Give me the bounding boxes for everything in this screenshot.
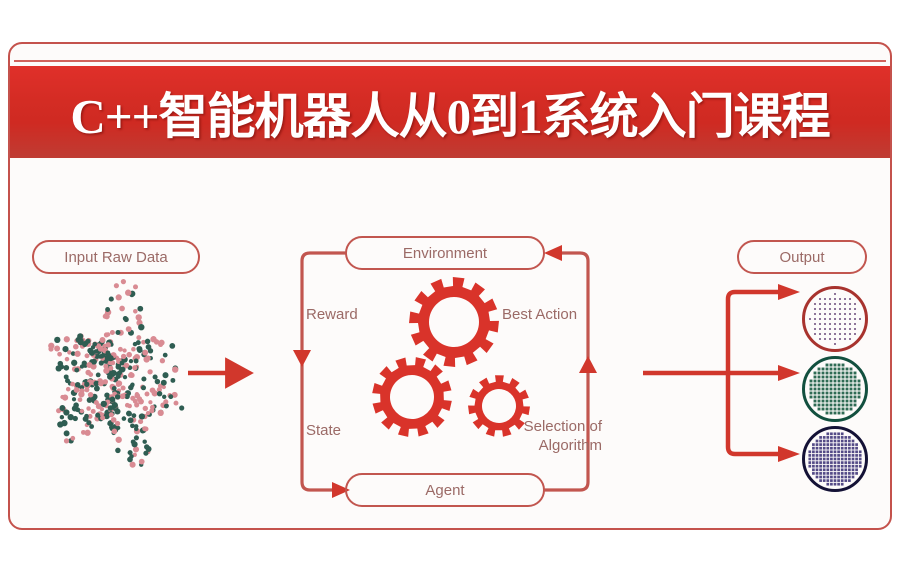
box-agent-label: Agent <box>425 481 465 499</box>
gear-large <box>409 277 499 367</box>
output-circle-2 <box>802 356 868 422</box>
best-action-up-arrowhead <box>579 356 597 373</box>
frame-divider-line <box>14 60 886 62</box>
label-selection-line-1: Selection of <box>523 418 602 435</box>
label-selection-line-2: Algorithm <box>538 436 602 454</box>
title-banner: C++智能机器人从0到1系统入门课程 <box>10 66 890 158</box>
raw-data-scatter <box>48 278 185 468</box>
diagram-artwork <box>48 245 862 498</box>
gear-medium <box>372 357 452 437</box>
box-environment-label: Environment <box>402 244 488 262</box>
output-circle-3 <box>802 426 868 492</box>
box-input-raw-data-label: Input Raw Data <box>64 248 168 266</box>
box-environment[interactable]: Environment <box>345 236 545 270</box>
reinforcement-learning-diagram: Input Raw Data Environment Agent Output … <box>10 168 890 526</box>
box-input-raw-data[interactable]: Input Raw Data <box>32 240 200 274</box>
gear-cluster <box>372 277 530 437</box>
reward-state-loop-arrow <box>300 251 347 492</box>
box-output[interactable]: Output <box>737 240 867 274</box>
reward-down-arrowhead <box>293 350 311 367</box>
page-title: C++智能机器人从0到1系统入门课程 <box>70 88 830 144</box>
environment-in-arrowhead <box>544 245 562 261</box>
box-agent[interactable]: Agent <box>345 473 545 507</box>
branch-arrowhead-1 <box>778 284 800 300</box>
label-best-action: Best Action <box>502 306 578 323</box>
output-branch-arrows <box>643 289 780 457</box>
gear-small <box>468 375 530 437</box>
branch-arrowhead-2 <box>778 365 800 381</box>
label-reward: Reward <box>306 306 358 323</box>
agent-in-arrowhead <box>332 482 350 498</box>
box-output-label: Output <box>779 248 825 266</box>
output-circle-1 <box>802 286 868 352</box>
branch-arrowhead-3 <box>778 446 800 462</box>
label-selection-of-algorithm: Selection of Algorithm <box>502 418 602 456</box>
label-state: State <box>306 422 342 439</box>
